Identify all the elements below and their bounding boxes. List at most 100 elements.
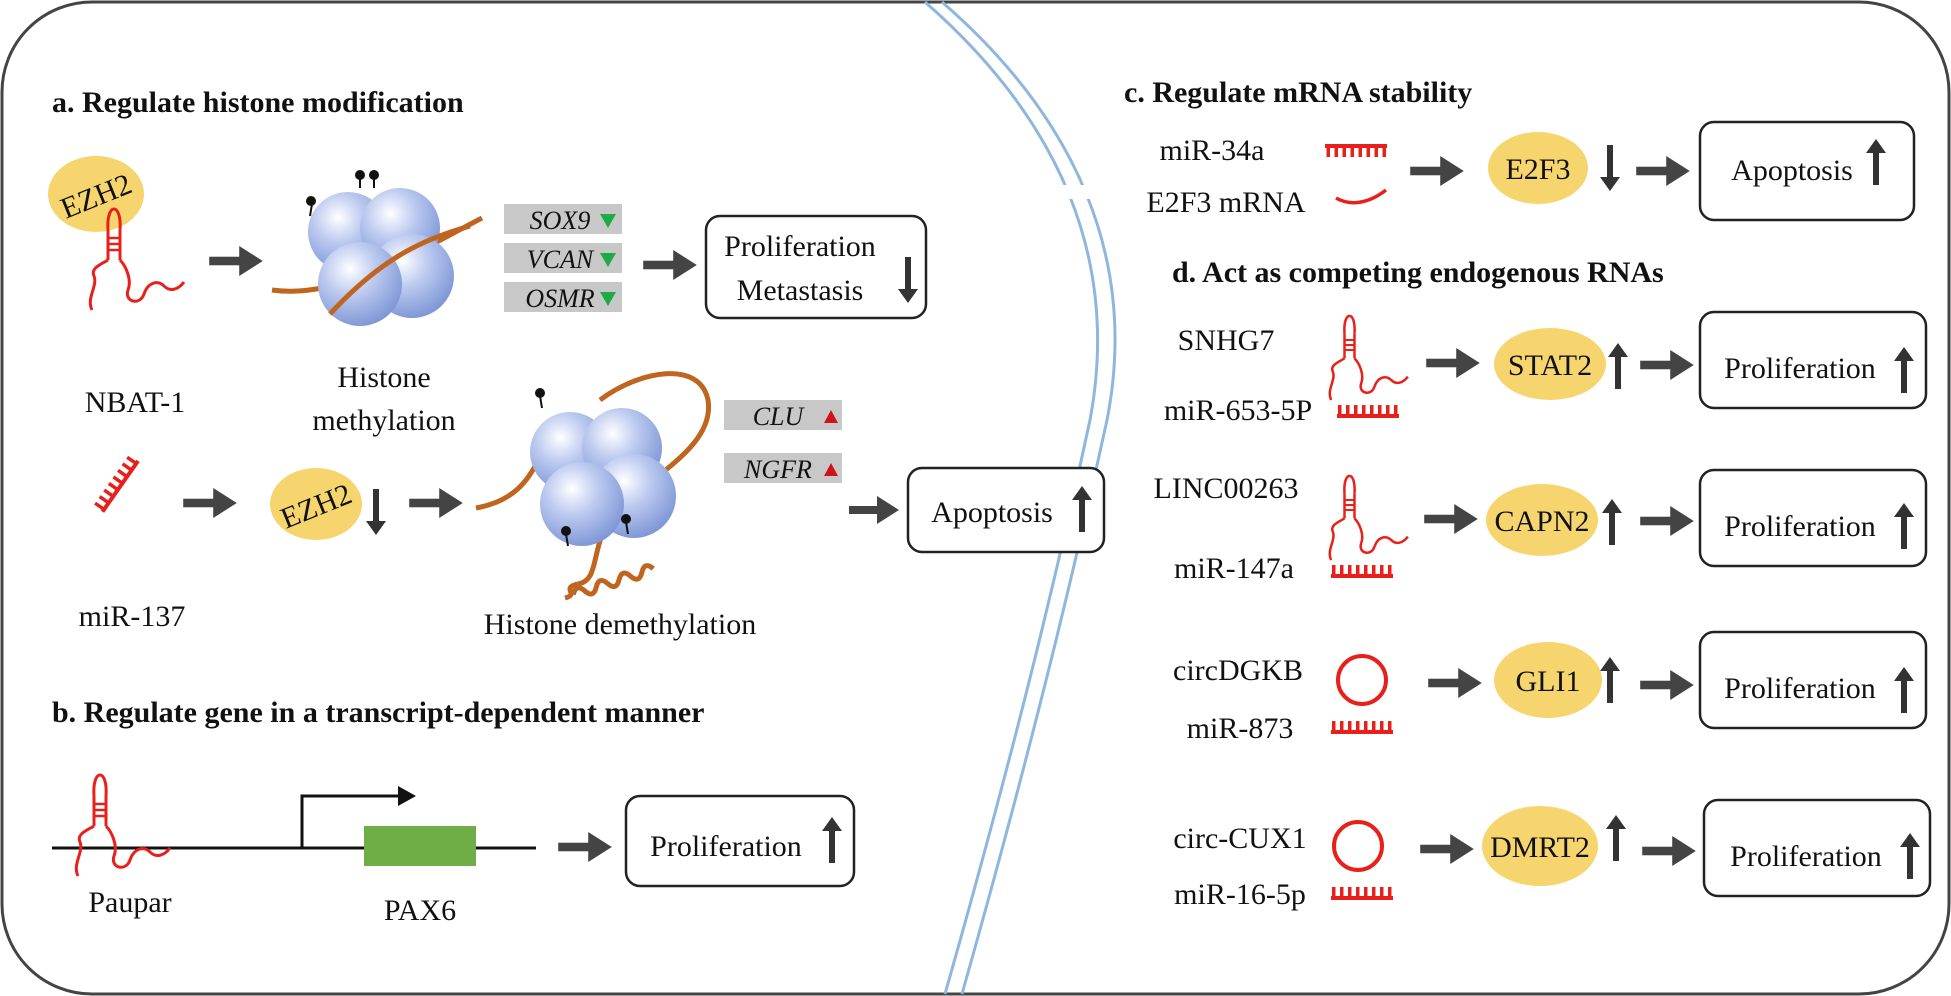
cell-membrane xyxy=(924,0,1150,995)
cerna-row-circdgkb: circDGKB miR-873 GLI1 Proliferation xyxy=(1173,630,1928,745)
gene-clu: CLU xyxy=(724,400,842,431)
arrow-b1 xyxy=(558,832,612,862)
down-arrow-icon xyxy=(366,489,386,535)
gli1-ellipse xyxy=(1494,642,1602,718)
e2f3-mrna-icon xyxy=(1335,188,1388,205)
arrow-d7 xyxy=(1420,834,1474,864)
svg-text:SOX9: SOX9 xyxy=(530,206,591,235)
svg-text:Metastasis: Metastasis xyxy=(737,274,864,307)
svg-text:DMRT2: DMRT2 xyxy=(1490,831,1590,864)
svg-text:Proliferation: Proliferation xyxy=(724,230,876,263)
svg-text:NGFR: NGFR xyxy=(743,455,812,484)
pax6-label: PAX6 xyxy=(384,894,456,927)
svg-text:LINC00263: LINC00263 xyxy=(1154,472,1299,505)
svg-text:Apoptosis: Apoptosis xyxy=(1731,154,1853,187)
methyl-mark-icon xyxy=(306,170,379,217)
ezh2-ellipse-2 xyxy=(270,468,362,540)
transcription-start-arrow-icon xyxy=(300,786,416,848)
svg-text:Proliferation: Proliferation xyxy=(1724,352,1876,385)
arrow-d2 xyxy=(1640,350,1694,380)
e2f3-mrna-label: E2F3 mRNA xyxy=(1146,186,1306,219)
up-arrow-icon xyxy=(1608,343,1628,389)
down-arrow-icon xyxy=(1600,145,1620,191)
mir137-icon xyxy=(93,454,140,513)
arrow-d5 xyxy=(1428,668,1482,698)
svg-text:Proliferation: Proliferation xyxy=(1724,672,1876,705)
svg-text:CAPN2: CAPN2 xyxy=(1494,505,1589,538)
svg-text:circ-CUX1: circ-CUX1 xyxy=(1173,822,1306,855)
svg-text:OSMR: OSMR xyxy=(525,284,594,313)
snhg7-lncrna-icon xyxy=(1328,314,1410,402)
outcome-box-proliferation-metastasis: Proliferation Metastasis xyxy=(704,214,928,320)
stat2-ellipse xyxy=(1494,328,1606,400)
dna-loop xyxy=(475,456,543,511)
arrow-a2 xyxy=(643,250,697,280)
svg-text:Proliferation: Proliferation xyxy=(1730,840,1882,873)
svg-text:Proliferation: Proliferation xyxy=(1724,510,1876,543)
panel-a: a. Regulate histone modification EZH2 NB… xyxy=(48,86,1106,641)
arrow-c1 xyxy=(1410,156,1464,186)
up-arrow-icon xyxy=(1606,815,1626,861)
gene-vcan: VCAN xyxy=(504,243,622,274)
mir147a-icon xyxy=(1331,565,1393,578)
capn2-ellipse xyxy=(1486,484,1598,556)
ezh2-ellipse xyxy=(48,156,144,232)
svg-text:miR-653-5P: miR-653-5P xyxy=(1164,394,1312,427)
outcome-box-apoptosis-a: Apoptosis xyxy=(906,466,1106,554)
cerna-row-linc00263: LINC00263 miR-147a CAPN2 Proliferation xyxy=(1154,468,1928,585)
svg-text:miR-16-5p: miR-16-5p xyxy=(1174,878,1306,911)
outcome-box-apoptosis-c: Apoptosis xyxy=(1698,120,1916,222)
outcome-box-proliferation-b: Proliferation xyxy=(624,794,856,888)
section-d-title: d. Act as competing endogenous RNAs xyxy=(1172,256,1664,289)
mir137-label: miR-137 xyxy=(79,600,186,633)
arrow-c2 xyxy=(1636,156,1690,186)
histone-methylation-line2: methylation xyxy=(312,404,455,437)
svg-text:miR-873: miR-873 xyxy=(1187,712,1294,745)
arrow-a5 xyxy=(849,496,899,524)
arrow-a3 xyxy=(183,488,237,518)
cerna-row-circ-cux1: circ-CUX1 miR-16-5p DMRT2 Proliferation xyxy=(1173,798,1932,911)
e2f3-label: E2F3 xyxy=(1505,153,1570,186)
panel-b: b. Regulate gene in a transcript-depende… xyxy=(52,696,856,927)
arrow-a1 xyxy=(209,246,263,276)
svg-text:CLU: CLU xyxy=(753,402,806,431)
svg-text:miR-147a: miR-147a xyxy=(1174,552,1294,585)
section-c-title: c. Regulate mRNA stability xyxy=(1124,76,1472,109)
pax6-gene-box xyxy=(364,826,476,866)
svg-text:GLI1: GLI1 xyxy=(1516,665,1581,698)
svg-text:VCAN: VCAN xyxy=(527,245,595,274)
nucleosome-demethylated xyxy=(530,408,676,546)
linc00263-lncrna-icon xyxy=(1328,474,1410,562)
section-b-title: b. Regulate gene in a transcript-depende… xyxy=(52,696,704,729)
paupar-label: Paupar xyxy=(88,886,171,919)
gene-sox9: SOX9 xyxy=(504,204,622,235)
mir34a-icon xyxy=(1325,144,1387,157)
histone-methylation-line1: Histone xyxy=(337,361,430,394)
arrow-d1 xyxy=(1426,348,1480,378)
arrow-d4 xyxy=(1640,506,1694,536)
arrow-a4 xyxy=(409,488,463,518)
up-arrow-icon xyxy=(1602,499,1622,545)
panel-d: d. Act as competing endogenous RNAs SNHG… xyxy=(1154,256,1932,911)
cerna-row-snhg7: SNHG7 miR-653-5P STAT2 Proliferation xyxy=(1164,310,1928,427)
svg-text:SNHG7: SNHG7 xyxy=(1178,324,1275,357)
mir653-icon xyxy=(1337,405,1399,418)
panel-c: c. Regulate mRNA stability miR-34a E2F3 … xyxy=(1124,76,1916,222)
svg-text:Apoptosis: Apoptosis xyxy=(931,496,1053,529)
arrow-d8 xyxy=(1642,836,1696,866)
mir16-icon xyxy=(1331,887,1393,900)
dmrt2-ellipse xyxy=(1482,806,1598,886)
histone-demethylation-label: Histone demethylation xyxy=(484,608,756,641)
arrow-d3 xyxy=(1424,504,1478,534)
paupar-lncrna-icon xyxy=(74,773,172,878)
gene-ngfr: NGFR xyxy=(724,453,842,484)
gene-osmr: OSMR xyxy=(504,282,622,313)
section-a-title: a. Regulate histone modification xyxy=(52,86,464,119)
methyl-mark-icon xyxy=(535,388,631,547)
circdgkb-circrna-icon xyxy=(1336,654,1388,706)
svg-text:STAT2: STAT2 xyxy=(1508,349,1592,382)
circ-cux1-circrna-icon xyxy=(1332,820,1384,872)
nucleosome-methylated xyxy=(308,188,454,326)
